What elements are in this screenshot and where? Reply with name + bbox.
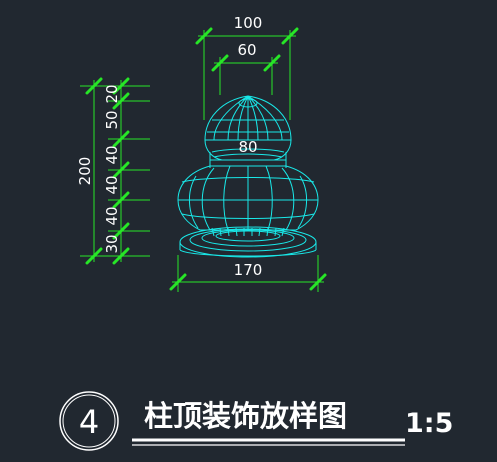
dim-label-seg-6: 30 [103,234,121,253]
dim-label-seg-4: 40 [103,175,121,194]
callout-number: 4 [79,403,99,441]
dim-label-200: 200 [76,157,94,186]
dim-label-seg-3: 40 [103,145,121,164]
dimension-bottom-170: 170 [169,255,327,292]
dim-label-100: 100 [234,14,263,32]
title-block: 4 柱顶装饰放样图 1:5 [59,391,453,451]
drawing-scale: 1:5 [405,408,453,439]
dim-label-seg-5: 40 [103,206,121,225]
drawing-title: 柱顶装饰放样图 [144,399,347,433]
dimension-left-total: 200 [76,77,150,265]
callout-circle [59,391,119,451]
dimension-top-60: 60 [211,41,281,95]
dim-label-seg-1: 20 [103,84,121,103]
dim-label-80: 80 [238,138,257,156]
column-cap-ornament [177,95,319,258]
dim-label-seg-2: 50 [103,110,121,129]
dimension-top-100: 100 [195,14,299,120]
dim-label-170: 170 [234,261,263,279]
dim-label-60: 60 [237,41,256,59]
dimension-left-segments: 20 50 40 40 40 30 [103,77,150,265]
